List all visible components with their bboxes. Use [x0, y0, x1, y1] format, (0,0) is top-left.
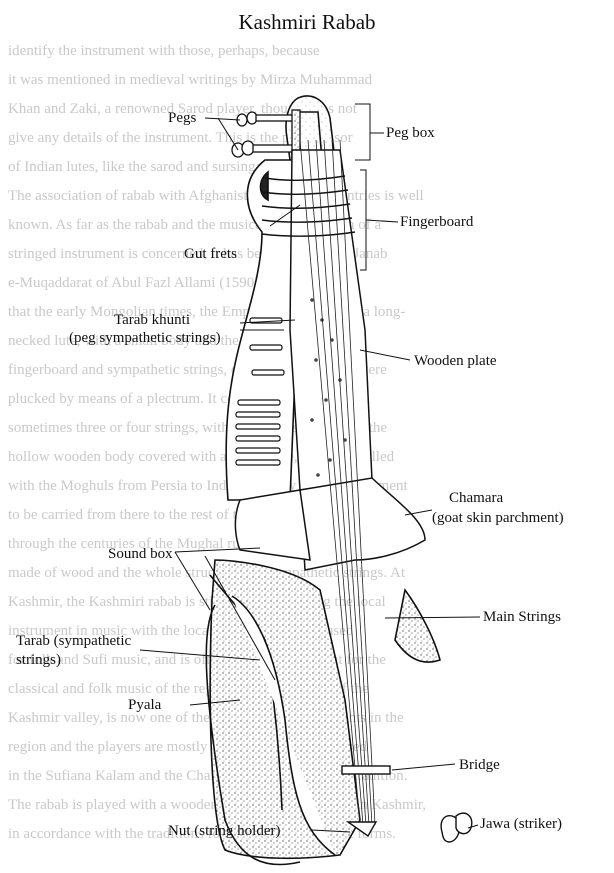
label-fingerboard: Fingerboard	[400, 214, 474, 230]
label-jawa: Jawa (striker)	[480, 816, 563, 832]
background-text-line: give any details of the instrument. This…	[8, 130, 353, 146]
background-text-line: identify the instrument with those, perh…	[8, 43, 320, 59]
label-tarab-khunti: Tarab khunti	[114, 312, 191, 328]
bridge	[341, 765, 391, 775]
label-pegs: Pegs	[168, 110, 197, 126]
label-tarab: Tarab (sympathetic	[16, 633, 132, 649]
label-nut: Nut (string holder)	[168, 823, 281, 839]
label-gut-frets: Gut frets	[184, 246, 237, 262]
sound-box	[205, 559, 441, 866]
label-chamara: Chamara	[449, 490, 504, 506]
label-wooden-plate: Wooden plate	[414, 353, 497, 369]
background-text-line: it was mentioned in medieval writings by…	[8, 72, 373, 88]
main-strings	[299, 139, 376, 826]
wooden-plate	[310, 298, 347, 477]
background-text-line: Khan and Zaki, a renowned Sarod player, …	[8, 101, 357, 117]
leader-lines	[139, 103, 481, 833]
label-chamara-sub: (goat skin parchment)	[432, 510, 564, 526]
label-pyala: Pyala	[128, 697, 162, 713]
background-text-line: of Indian lutes, like the sarod and surs…	[8, 159, 271, 175]
jawa	[440, 812, 473, 843]
tarab-khunti-pegs	[235, 317, 285, 466]
label-sound-box: Sound box	[108, 546, 173, 562]
fingerboard	[289, 149, 373, 491]
nut	[345, 821, 378, 838]
diagram-title: Kashmiri Rabab	[238, 10, 376, 34]
label-main-strings: Main Strings	[483, 609, 561, 625]
label-peg-box: Peg box	[386, 125, 435, 141]
label-bridge: Bridge	[459, 757, 500, 773]
label-tarab-sub: strings)	[16, 652, 61, 668]
label-tarab-khunti-sub: (peg sympathetic strings)	[69, 330, 221, 346]
